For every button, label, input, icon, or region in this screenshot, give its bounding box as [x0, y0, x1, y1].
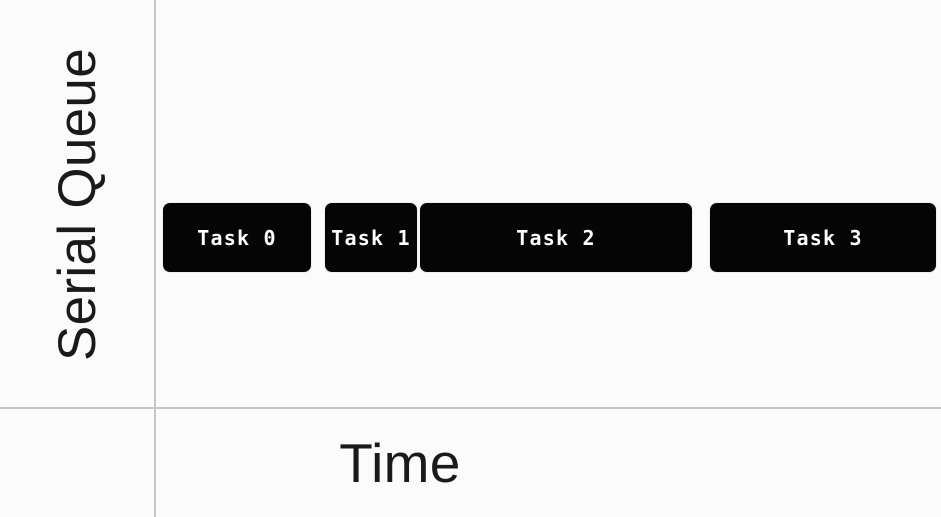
task-bar[interactable]: Task 3 [710, 203, 936, 272]
y-axis-line [154, 0, 156, 517]
task-bar-label: Task 2 [516, 225, 596, 250]
task-bar[interactable]: Task 2 [420, 203, 692, 272]
task-bar[interactable]: Task 0 [163, 203, 311, 272]
task-bar[interactable]: Task 1 [325, 203, 417, 272]
x-axis-title-text: Time [339, 432, 461, 494]
task-bar-label: Task 0 [197, 225, 277, 250]
task-bar-label: Task 1 [331, 225, 411, 250]
task-bar-label: Task 3 [783, 225, 863, 250]
x-axis-line [0, 407, 941, 409]
x-axis-title: Time [155, 409, 645, 517]
task-bars-layer: Task 0 Task 1 Task 2 Task 3 [163, 203, 936, 272]
